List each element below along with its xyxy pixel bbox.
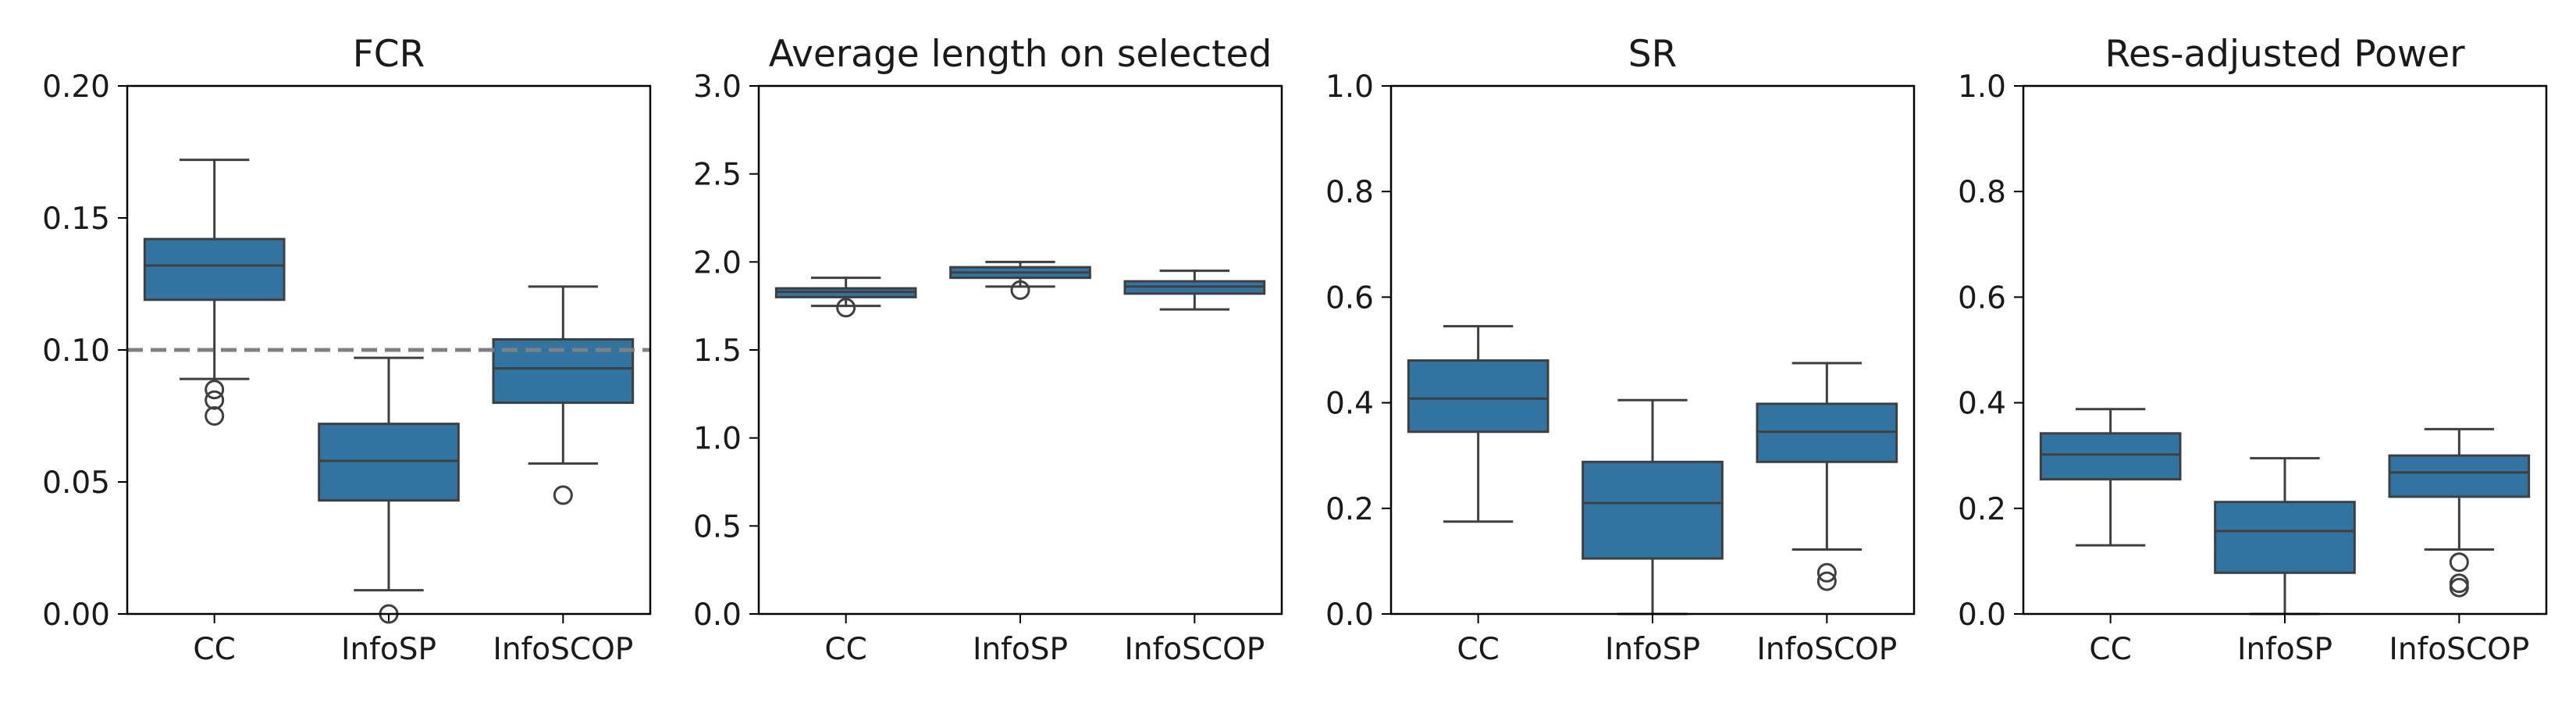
y-tick-label: 0.0 [693, 598, 742, 633]
outlier-point [1816, 562, 1837, 583]
box-body [318, 423, 460, 502]
y-tick-label: 1.0 [1958, 70, 2006, 105]
y-tick-label: 0.4 [1325, 387, 1374, 422]
box-body [2388, 454, 2531, 498]
axes-frame [2022, 84, 2548, 616]
x-tick-label: InfoSP [2237, 632, 2332, 667]
y-tick-label: 0.6 [1958, 280, 2006, 316]
y-tick-label: 0.4 [1958, 387, 2006, 422]
outlier-point [553, 485, 573, 505]
y-tick-label: 0.10 [42, 334, 110, 369]
y-tick-label: 2.0 [693, 245, 742, 280]
box-infosp [318, 356, 460, 624]
outlier-point [2449, 577, 2469, 598]
box-infosp [2214, 457, 2356, 616]
box-body [1407, 359, 1550, 434]
outlier-point [205, 406, 225, 426]
box-body [1582, 460, 1724, 560]
y-tick-label: 0.2 [1325, 492, 1374, 527]
y-tick-label: 0.15 [42, 202, 110, 237]
y-tick-label: 0.0 [1958, 598, 2006, 633]
x-tick-label: InfoSCOP [1124, 632, 1265, 667]
box-body [2214, 501, 2356, 574]
y-tick-label: 0.05 [42, 466, 110, 501]
x-tick-label: CC [2089, 632, 2131, 667]
box-body [143, 237, 286, 302]
x-tick-label: InfoSP [1605, 632, 1700, 667]
y-tick-label: 1.0 [693, 422, 742, 457]
axes-frame [757, 84, 1283, 616]
box-infoscop [492, 285, 635, 505]
y-tick-label: 0.0 [1325, 598, 1374, 633]
x-tick-label: InfoSP [973, 632, 1068, 667]
chart-title: Average length on selected [769, 33, 1272, 76]
y-tick-label: 0.2 [1958, 492, 2006, 527]
x-tick-label: InfoSCOP [2389, 632, 2529, 667]
box-infosp [1582, 398, 1724, 616]
outlier-point [2449, 552, 2469, 573]
y-tick-label: 3.0 [693, 70, 742, 105]
y-tick-label: 0.8 [1958, 175, 2006, 210]
box-cc [143, 159, 286, 426]
axes-frame [1389, 84, 1916, 616]
box-infoscop [1123, 269, 1266, 311]
chart-title: FCR [353, 33, 425, 76]
y-tick-label: 0.5 [693, 509, 742, 544]
box-infosp [949, 260, 1091, 300]
chart-title: Res-adjusted Power [2105, 33, 2465, 76]
y-tick-label: 1.0 [1325, 70, 1374, 105]
box-cc [774, 277, 917, 318]
y-tick-label: 1.5 [693, 334, 742, 369]
y-tick-label: 0.20 [42, 70, 110, 105]
y-tick-label: 2.5 [693, 158, 742, 193]
outlier-point [2449, 573, 2469, 594]
box-cc [1407, 325, 1550, 523]
outlier-point [1010, 280, 1030, 300]
outlier-point [836, 298, 856, 318]
chart-title: SR [1628, 33, 1678, 76]
chart-panel-2: Average length on selected 0.0 0.5 1.0 1.5 2.… [693, 33, 1283, 667]
chart-panel-3: SR 0.0 0.2 0.4 0.6 0.8 1.0CC InfoSP InfoSCOP [1325, 33, 1916, 667]
box-infoscop [2388, 427, 2531, 598]
outlier-point [1816, 571, 1837, 591]
y-tick-label: 0.00 [42, 598, 110, 633]
x-tick-label: InfoSP [341, 632, 436, 667]
y-tick-label: 0.8 [1325, 175, 1374, 210]
x-tick-label: CC [1457, 632, 1499, 667]
outlier-point [205, 390, 225, 410]
x-tick-label: CC [193, 632, 235, 667]
axes-frame [126, 84, 652, 616]
box-infoscop [1756, 362, 1898, 591]
x-tick-label: InfoSCOP [1756, 632, 1897, 667]
x-tick-label: CC [824, 632, 866, 667]
box-body [2039, 432, 2182, 481]
chart-panel-4: Res-adjusted Power 0.0 0.2 0.4 0.6 0.8 1.0CC In… [1958, 33, 2548, 667]
outlier-point [205, 380, 225, 400]
box-cc [2039, 408, 2182, 547]
y-tick-label: 0.6 [1325, 280, 1374, 316]
x-tick-label: InfoSCOP [493, 632, 633, 667]
